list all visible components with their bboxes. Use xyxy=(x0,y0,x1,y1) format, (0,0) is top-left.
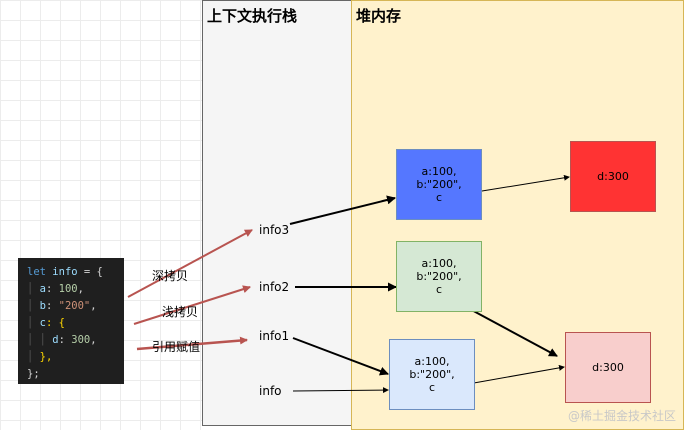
stack-var-info1: info1 xyxy=(259,329,290,343)
heap-object-c-deep: d:300 xyxy=(570,141,656,212)
reference-assign-label: 引用赋值 xyxy=(152,340,201,354)
stack-var-info: info xyxy=(259,384,282,398)
code-snippet: let info = { │ a: 100, │ b: "200", │ c: … xyxy=(18,258,124,384)
watermark: @稀土掘金技术社区 xyxy=(567,409,676,423)
shallow-copy-label: 浅拷贝 xyxy=(162,305,199,319)
heap-object-info3: a:100, b:"200", c xyxy=(396,149,482,220)
code-line-4: │ c: { xyxy=(27,317,65,329)
code-line-6: │ }, xyxy=(27,351,53,363)
stack-var-info2: info2 xyxy=(259,280,290,294)
code-line-1: let info = { xyxy=(27,266,103,278)
stack-var-info3: info3 xyxy=(259,223,290,237)
execution-stack-region: 上下文执行栈 xyxy=(202,0,352,426)
deep-copy-label: 深拷贝 xyxy=(152,269,189,283)
heap-object-c-shared: d:300 xyxy=(565,332,651,403)
heap-object-info2: a:100, b:"200", c xyxy=(396,241,482,312)
code-line-2: │ a: 100, xyxy=(27,283,84,295)
code-line-7: }; xyxy=(27,368,40,380)
code-line-3: │ b: "200", xyxy=(27,300,97,312)
execution-stack-title: 上下文执行栈 xyxy=(207,7,298,25)
code-line-5: │ │ d: 300, xyxy=(27,334,97,346)
heap-memory-title: 堆内存 xyxy=(356,7,402,25)
heap-object-info: a:100, b:"200", c xyxy=(389,339,475,410)
